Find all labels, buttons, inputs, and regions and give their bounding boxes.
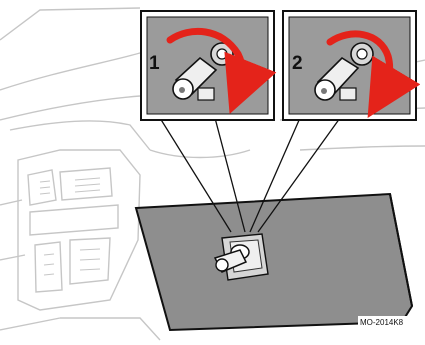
figure-code: MO-2014K8 xyxy=(358,316,414,327)
callout-number-2: 2 xyxy=(292,53,303,74)
callout-panel-1: 1 xyxy=(141,11,274,120)
callout-panel-2: 2 xyxy=(283,11,416,120)
callout-number-1: 1 xyxy=(149,53,160,74)
figure-code-text: MO-2014K8 xyxy=(360,318,404,327)
glovebox-lid xyxy=(136,194,412,330)
lock-cylinder-icon xyxy=(351,43,373,65)
